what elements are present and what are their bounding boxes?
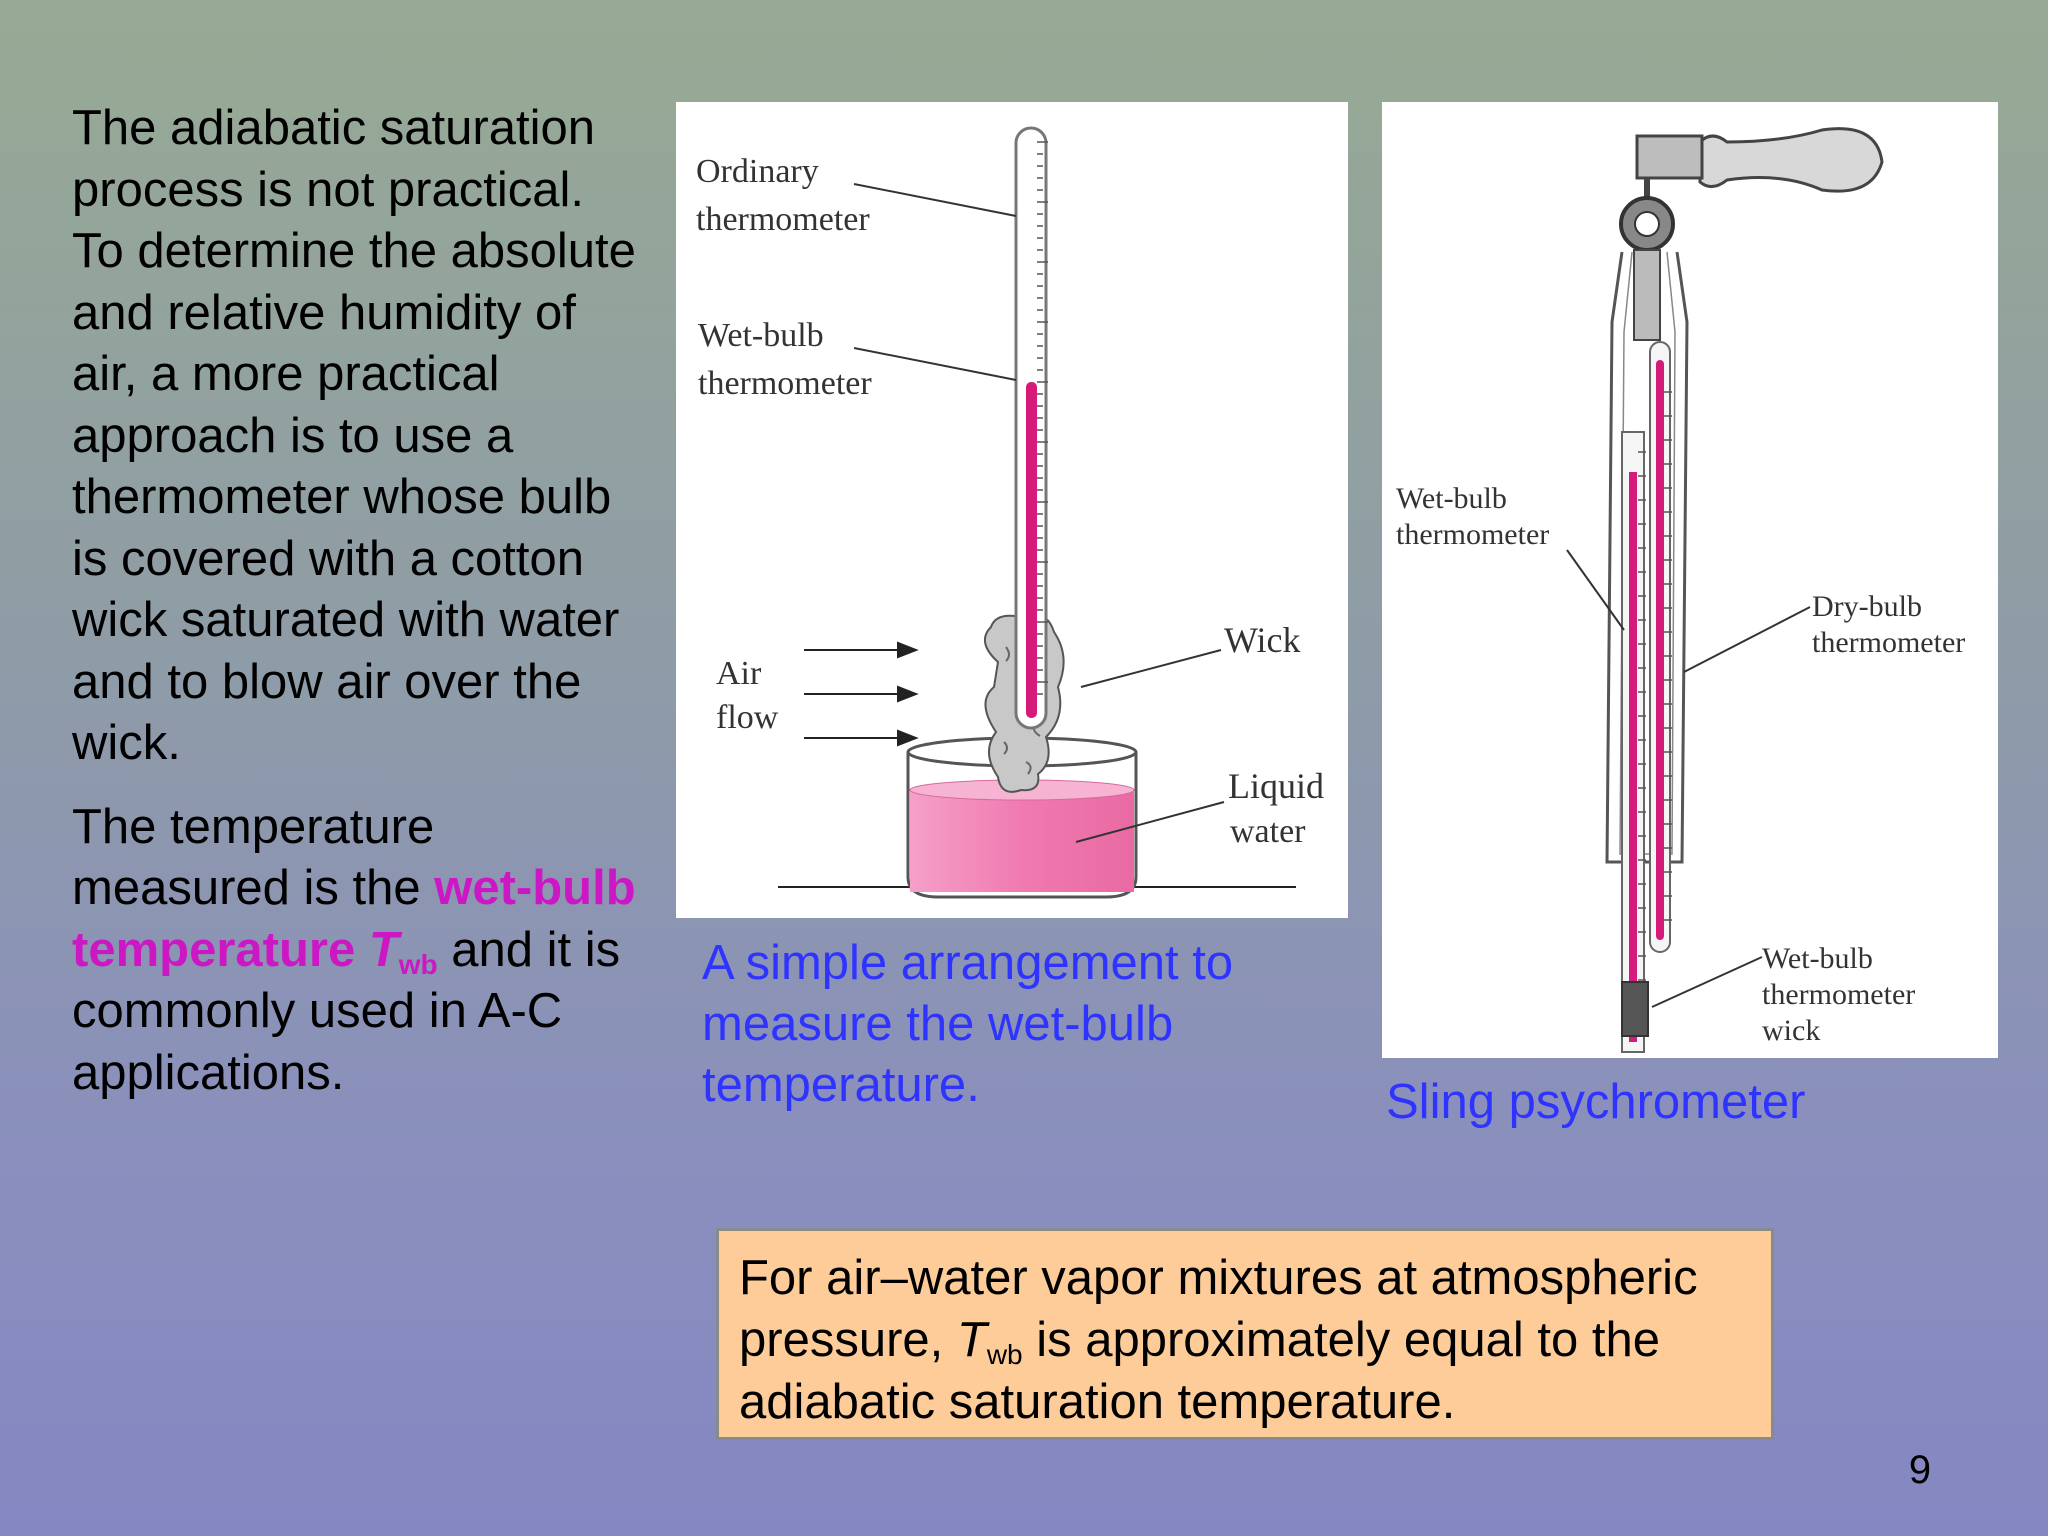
label-wick: Wick — [1224, 620, 1301, 660]
paragraph-wetbulb: The temperature measured is the wet-bulb… — [72, 797, 642, 1105]
label-ordinary-1: Ordinary — [696, 153, 819, 190]
label-wetbulb-1: Wet-bulb — [1396, 482, 1507, 515]
thermometer-fluid — [1026, 382, 1037, 718]
figure1-caption: A simple arrangement to measure the wet-… — [702, 936, 1234, 1112]
beaker — [906, 752, 1138, 899]
body-text: The adiabatic saturation process is not … — [72, 98, 642, 1104]
label-ordinary-2: thermometer — [696, 201, 870, 238]
label-air-1: Air — [716, 655, 762, 692]
wetbulb-symbol: T — [368, 922, 399, 977]
label-wetbulb-2: thermometer — [1396, 518, 1549, 551]
figure2-caption: Sling psychrometer — [1386, 1075, 1806, 1129]
label-wick-2: thermometer — [1762, 978, 1915, 1011]
wetbulb-term: wet-bulb temperature Twb — [72, 861, 636, 980]
wetbulb-arrangement-illustration: Ordinary thermometer Wet-bulb thermomete… — [696, 126, 1324, 899]
sling-psychrometer-illustration: Wet-bulb thermometer Dry-bulb thermomete… — [1396, 127, 1965, 1053]
label-drybulb-1: Dry-bulb — [1812, 590, 1922, 623]
paragraph-adiabatic: The adiabatic saturation process is not … — [72, 101, 636, 770]
thermometer-scale — [1037, 141, 1048, 695]
label-liquid-2: water — [1230, 813, 1306, 850]
handle-ferrule — [1635, 134, 1704, 180]
label-wick-1: Wet-bulb — [1762, 942, 1873, 975]
liquid-water — [910, 790, 1134, 892]
paragraph-wetbulb-end: and it is commonly used in A-C applicati… — [72, 922, 621, 1100]
sling-psychrometer-figure: Wet-bulb thermometer Dry-bulb thermomete… — [1382, 102, 1998, 1058]
sling-handle — [1698, 127, 1884, 193]
note-box: For air–water vapor mixtures at atmosphe… — [716, 1228, 1774, 1440]
paragraph-wetbulb-start: The temperature measured is the — [72, 799, 435, 916]
page-number: 9 — [1908, 1448, 1932, 1492]
label-liquid-1: Liquid — [1228, 766, 1324, 806]
psychrometer-scale — [1638, 391, 1672, 981]
note-subscript: wb — [986, 1339, 1023, 1370]
wetbulb-subscript: wb — [398, 948, 438, 980]
chain — [1633, 249, 1661, 341]
note-text-start: For air–water vapor mixtures at atmosphe… — [739, 1251, 1698, 1367]
label-air-2: flow — [716, 699, 779, 736]
note-text-end: is approximately equal to the adiabatic … — [739, 1313, 1660, 1429]
label-wick-3: wick — [1762, 1014, 1820, 1047]
label-drybulb-2: thermometer — [1812, 626, 1965, 659]
wick-sleeve — [1621, 981, 1649, 1037]
wetbulb-arrangement-figure: Ordinary thermometer Wet-bulb thermomete… — [676, 102, 1348, 918]
note-symbol: T — [956, 1313, 987, 1367]
label-wetbulb-2: thermometer — [698, 365, 872, 402]
air-flow-arrows — [804, 641, 919, 747]
label-wetbulb-1: Wet-bulb — [698, 317, 824, 354]
wetbulb-term-text: wet-bulb temperature — [72, 861, 636, 977]
